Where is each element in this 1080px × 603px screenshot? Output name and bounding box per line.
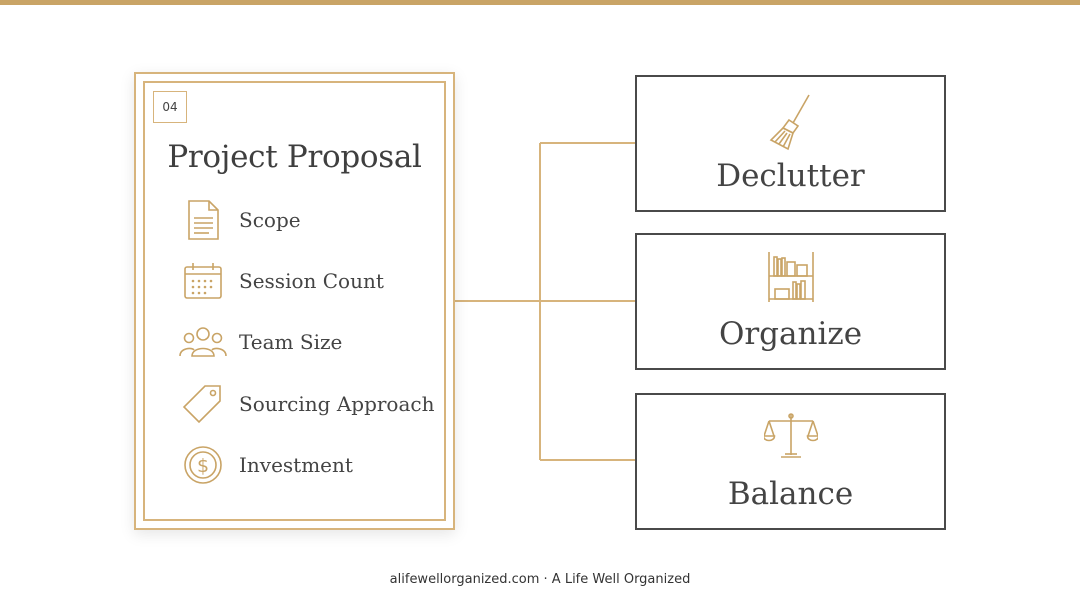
- declutter-box: Declutter: [635, 75, 946, 212]
- team-icon: [179, 321, 227, 363]
- list-item-label: Scope: [239, 208, 301, 232]
- list-item-session-count: Session Count: [179, 260, 384, 302]
- project-proposal-card: 04 Project Proposal Scope: [134, 72, 455, 530]
- list-item-team-size: Team Size: [179, 321, 342, 363]
- card-inner-frame: 04 Project Proposal Scope: [143, 81, 446, 521]
- card-title: Project Proposal: [167, 139, 422, 175]
- balance-box: Balance: [635, 393, 946, 530]
- top-accent-bar: [0, 0, 1080, 5]
- list-item-label: Team Size: [239, 330, 343, 354]
- box-label: Declutter: [716, 158, 865, 194]
- dollar-coin-icon: $: [179, 444, 227, 486]
- price-tag-icon: [179, 383, 227, 425]
- scale-icon: [763, 413, 818, 458]
- list-item-scope: Scope: [179, 199, 301, 241]
- slide-number-badge: 04: [153, 91, 187, 123]
- footer-text: alifewellorganized.com · A Life Well Org…: [389, 572, 691, 587]
- list-item-sourcing-approach: Sourcing Approach: [179, 383, 434, 425]
- list-item-investment: $ Investment: [179, 444, 353, 486]
- calendar-icon: [179, 260, 227, 302]
- svg-text:$: $: [197, 455, 209, 477]
- broom-icon: [769, 94, 810, 151]
- list-item-label: Investment: [239, 453, 353, 477]
- box-label: Organize: [718, 316, 863, 352]
- box-label: Balance: [727, 476, 854, 512]
- document-icon: [179, 199, 227, 241]
- list-item-label: Sourcing Approach: [239, 392, 435, 416]
- organize-box: Organize: [635, 233, 946, 370]
- bookshelf-icon: [767, 252, 814, 302]
- list-item-label: Session Count: [239, 269, 384, 293]
